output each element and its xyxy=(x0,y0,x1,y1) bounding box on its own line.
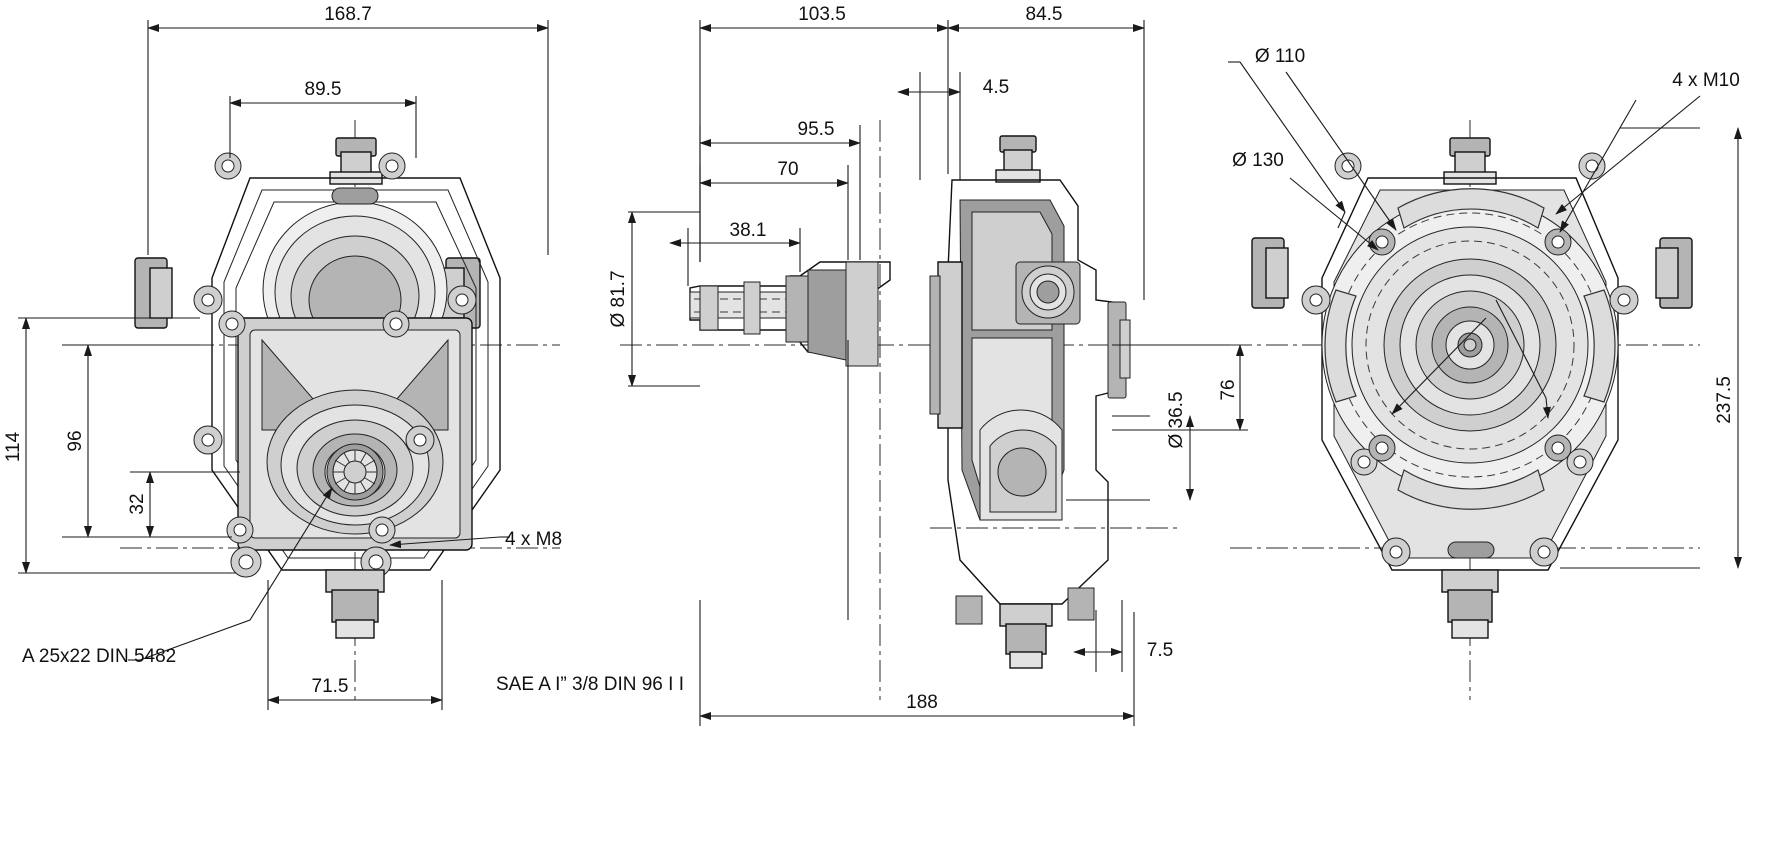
front-output-flange xyxy=(237,317,473,551)
dim-side-overall-length: 188 xyxy=(906,692,938,713)
dim-front-overall-width: 168.7 xyxy=(324,4,372,25)
rear-arc-slots xyxy=(1324,188,1616,510)
rear-right-ear xyxy=(1655,237,1693,309)
dim-front-height-low: 32 xyxy=(127,493,148,514)
rear-oil-slot xyxy=(1447,541,1495,559)
dim-rear-overall-height: 237.5 xyxy=(1714,376,1735,424)
front-housing-outline xyxy=(211,177,501,571)
dim-front-height-total: 114 xyxy=(3,431,24,462)
dim-front-height-mid: 96 xyxy=(65,430,86,451)
note-rear-dia-130: Ø 130 xyxy=(1232,150,1284,171)
note-side-port-standard: SAE A I” 3/8 DIN 96 I I xyxy=(496,674,684,695)
dim-side-length-left: 103.5 xyxy=(798,4,846,25)
rear-bottom-drain xyxy=(1441,569,1499,639)
side-top-plug xyxy=(995,135,1041,183)
front-housing-inner-rim xyxy=(223,189,489,559)
dim-side-7-5: 7.5 xyxy=(1147,640,1173,661)
note-rear-dia-110: Ø 110 xyxy=(1255,46,1305,67)
dim-side-70: 70 xyxy=(777,159,798,180)
front-top-plug xyxy=(329,137,383,185)
rear-bolt-bosses xyxy=(1301,152,1639,567)
side-left-flange xyxy=(937,261,963,429)
side-bottom-drain xyxy=(999,603,1053,669)
dim-side-step: 4.5 xyxy=(983,77,1009,98)
side-bottom-sump xyxy=(979,409,1063,521)
rear-view-dimensions: Ø 110 Ø 130 4 x M10 237.5 xyxy=(1228,46,1742,569)
front-bolt-bosses xyxy=(193,152,477,578)
side-port-boss xyxy=(1015,261,1081,325)
side-foot-right xyxy=(1067,587,1095,621)
front-bottom-drain xyxy=(325,569,385,639)
side-view-dimensions: 103.5 84.5 4.5 95.5 70 38.1 Ø 81.7 xyxy=(496,4,1248,726)
front-left-ear xyxy=(134,257,173,329)
rear-view xyxy=(1230,120,1700,700)
note-front-spline-standard: A 25x22 DIN 5482 xyxy=(22,646,176,667)
front-spline-hub xyxy=(326,443,384,501)
dim-side-76: 76 xyxy=(1218,379,1239,400)
dim-side-length-right: 84.5 xyxy=(1026,4,1063,25)
note-front-bolt-callout: 4 x M8 xyxy=(505,529,562,550)
dim-front-bolt-span-top: 89.5 xyxy=(305,79,342,100)
dim-side-95-5: 95.5 xyxy=(798,119,835,140)
side-flange-rim xyxy=(929,275,941,415)
note-rear-bolt-callout: 4 x M10 xyxy=(1672,70,1740,91)
rear-left-ear xyxy=(1251,237,1289,309)
dim-side-dia-36-5: Ø 36.5 xyxy=(1166,391,1187,448)
dim-side-38-1: 38.1 xyxy=(730,220,767,241)
side-foot-left xyxy=(955,595,983,625)
rear-housing-outline xyxy=(1321,177,1619,571)
side-right-mount xyxy=(1107,301,1131,399)
side-view xyxy=(620,120,1180,700)
dim-front-base-width: 71.5 xyxy=(312,676,349,697)
front-view xyxy=(120,120,560,700)
front-view-dimensions: 168.7 89.5 114 96 32 71.5 4 x M8 A 25x22 xyxy=(3,4,562,710)
dim-side-dia-81-7: Ø 81.7 xyxy=(608,270,629,327)
side-output-shaft xyxy=(689,261,891,367)
front-oil-slot xyxy=(331,187,379,205)
rear-top-plug xyxy=(1443,137,1497,185)
rear-flange-circles xyxy=(1321,196,1619,494)
